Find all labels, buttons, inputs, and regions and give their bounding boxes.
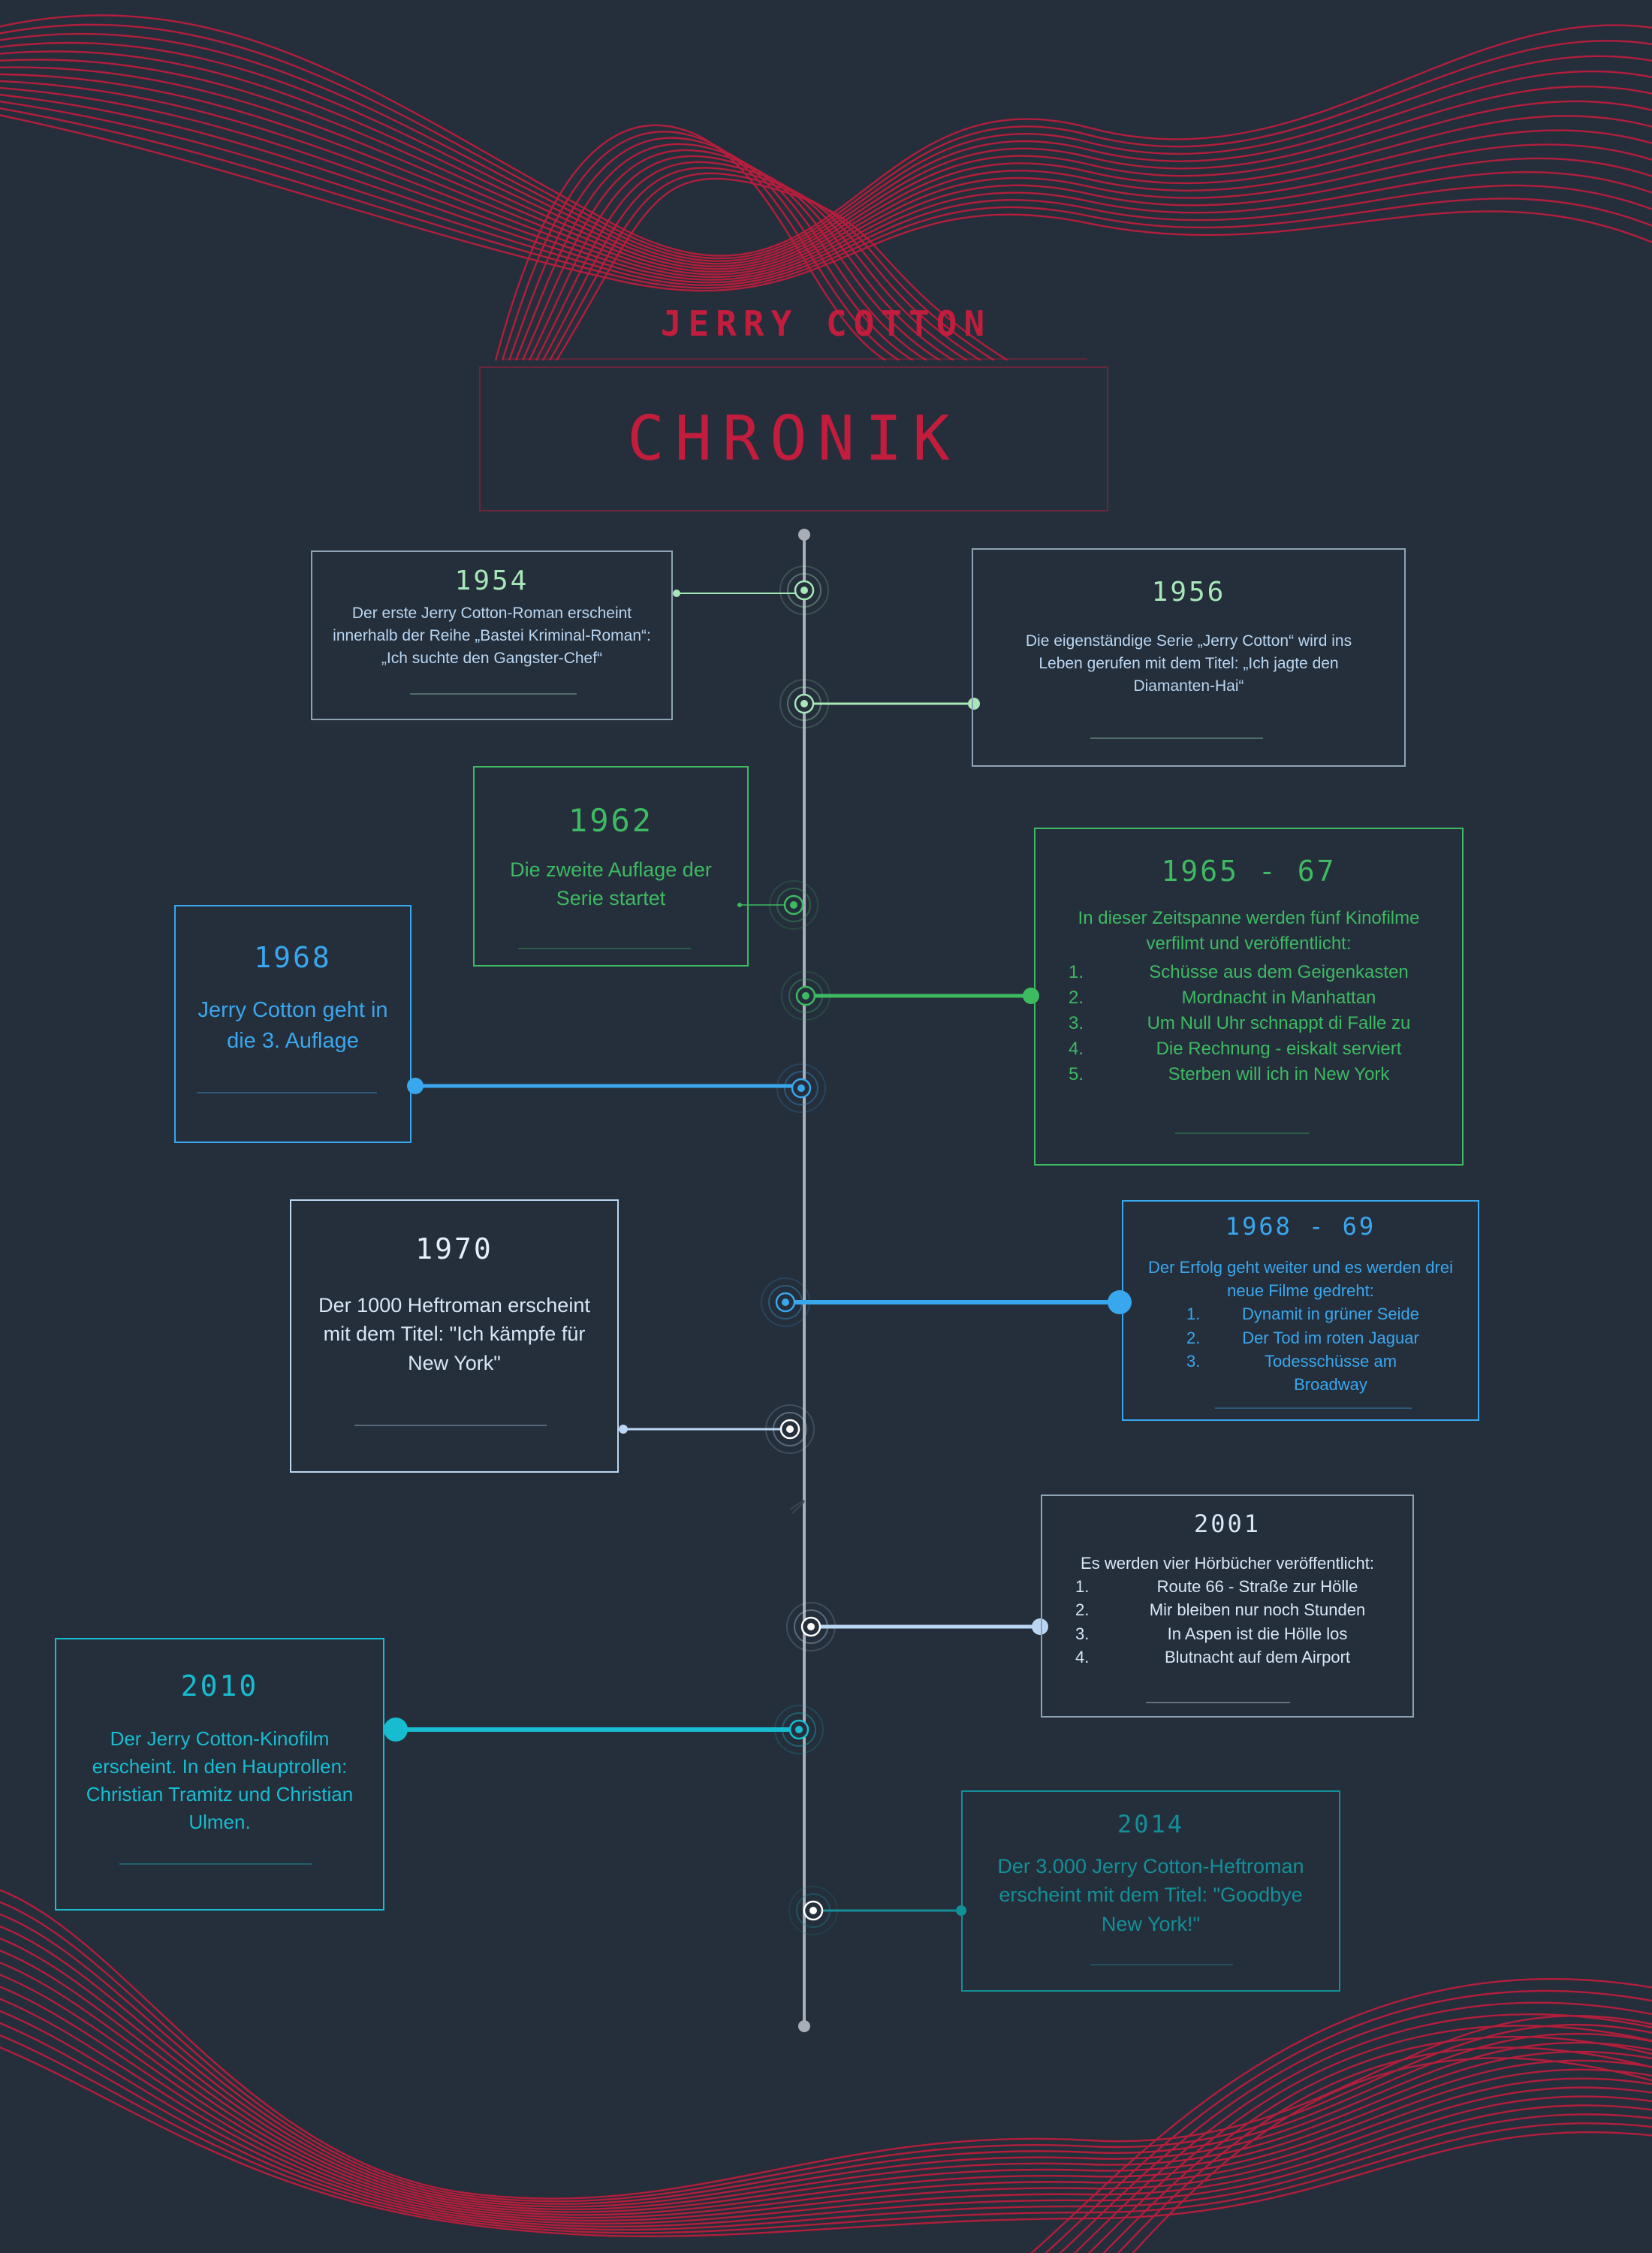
event-year: 2001 xyxy=(1193,1510,1262,1538)
event-text: Der 3.000 Jerry Cotton-Heftroman erschei… xyxy=(997,1855,1304,1935)
event-card-2010: 2010 Der Jerry Cotton-Kinofilm erscheint… xyxy=(55,1638,384,1911)
card-divider xyxy=(119,1863,312,1865)
event-card-2014: 2014 Der 3.000 Jerry Cotton-Heftroman er… xyxy=(961,1790,1340,1992)
list-item: 2.Mordnacht in Manhattan xyxy=(1069,988,1376,1009)
event-text: In dieser Zeitspanne werden fünf Kinofil… xyxy=(1078,908,1420,955)
node-2001 xyxy=(786,1602,836,1651)
node-1956 xyxy=(779,679,829,728)
list-item: 2.Mir bleiben nur noch Stunden xyxy=(1075,1600,1366,1620)
list-item: 1.Schüsse aus dem Geigenkasten xyxy=(1069,962,1409,983)
node-1965 xyxy=(781,971,831,1021)
title-frame: CHRONIK xyxy=(479,366,1108,511)
event-year: 1968 - 69 xyxy=(1225,1212,1376,1241)
card-divider xyxy=(410,693,577,695)
connector-dot-1968-69 xyxy=(1108,1290,1132,1314)
film-list: 1.Dynamit in grüner Seide 2.Der Tod im r… xyxy=(1141,1302,1460,1396)
card-divider xyxy=(1215,1407,1412,1409)
event-card-1962: 1962 Die zweite Auflage der Serie starte… xyxy=(473,766,749,967)
node-1970 xyxy=(765,1404,815,1454)
event-year: 1968 xyxy=(254,941,332,974)
connector-dot-1962 xyxy=(737,903,742,907)
event-year: 1954 xyxy=(454,566,529,596)
node-1968 xyxy=(776,1063,826,1113)
event-card-1954: 1954 Der erste Jerry Cotton-Roman ersche… xyxy=(311,550,673,720)
list-item: 1.Route 66 - Straße zur Hölle xyxy=(1075,1577,1358,1597)
event-text: Jerry Cotton geht in die 3. Auflage xyxy=(197,998,388,1054)
event-year: 1970 xyxy=(415,1232,493,1265)
event-year: 2010 xyxy=(180,1669,259,1703)
list-item: 3.Um Null Uhr schnappt di Falle zu xyxy=(1069,1013,1411,1034)
list-item: 4.Die Rechnung - eiskalt serviert xyxy=(1069,1039,1402,1060)
page-title: CHRONIK xyxy=(627,403,960,475)
list-item: 5.Sterben will ich in New York xyxy=(1069,1064,1390,1085)
timeline-end-dot xyxy=(798,2020,810,2032)
event-text: Es werden vier Hörbücher veröffentlicht: xyxy=(1081,1554,1374,1573)
title-divider xyxy=(503,358,1087,360)
event-card-1965-67: 1965 - 67 In dieser Zeitspanne werden fü… xyxy=(1034,828,1464,1166)
super-title: JERRY COTTON xyxy=(660,303,992,344)
list-item: 1.Dynamit in grüner Seide xyxy=(1186,1304,1419,1324)
card-divider xyxy=(518,948,691,949)
card-divider xyxy=(1090,1964,1233,1965)
card-divider xyxy=(197,1092,377,1093)
event-text: Der erste Jerry Cotton-Roman erscheint i… xyxy=(333,605,651,667)
card-divider xyxy=(1175,1133,1309,1134)
event-card-1968-69: 1968 - 69 Der Erfolg geht weiter und es … xyxy=(1122,1200,1479,1421)
audiobook-list: 1.Route 66 - Straße zur Hölle 2.Mir blei… xyxy=(1060,1575,1394,1669)
event-text: Der Jerry Cotton-Kinofilm erscheint. In … xyxy=(86,1727,354,1833)
timeline-start-dot xyxy=(798,529,810,541)
event-year: 1965 - 67 xyxy=(1161,855,1337,888)
event-card-1970: 1970 Der 1000 Heftroman erscheint mit de… xyxy=(290,1199,619,1473)
event-year: 1962 xyxy=(568,802,654,839)
film-list: 1.Schüsse aus dem Geigenkasten 2.Mordnac… xyxy=(1054,960,1444,1087)
event-year: 1956 xyxy=(1151,577,1226,608)
connector-dot-1956 xyxy=(968,698,980,710)
node-1962 xyxy=(769,880,818,930)
event-text: Die zweite Auflage der Serie startet xyxy=(510,858,712,910)
card-divider xyxy=(1146,1702,1290,1703)
card-divider xyxy=(1090,737,1263,739)
connector-dot-2010 xyxy=(384,1718,408,1742)
list-item: 3.In Aspen ist die Hölle los xyxy=(1075,1624,1348,1643)
event-card-1956: 1956 Die eigenständige Serie „Jerry Cott… xyxy=(972,548,1406,767)
node-1954 xyxy=(779,566,829,615)
event-year: 2014 xyxy=(1117,1810,1185,1838)
node-2010 xyxy=(774,1705,824,1754)
node-2014 xyxy=(788,1886,838,1935)
event-text: Die eigenständige Serie „Jerry Cotton“ w… xyxy=(1025,632,1352,695)
event-text: Der 1000 Heftroman erscheint mit dem Tit… xyxy=(318,1294,590,1374)
list-item: 3.Todesschüsse am Broadway xyxy=(1186,1351,1397,1395)
card-divider xyxy=(354,1425,547,1426)
event-card-1968: 1968 Jerry Cotton geht in die 3. Auflage xyxy=(174,905,411,1143)
event-card-2001: 2001 Es werden vier Hörbücher veröffentl… xyxy=(1041,1494,1414,1718)
connector-dot-1970 xyxy=(619,1425,628,1434)
connector-dot-1954 xyxy=(673,590,680,597)
event-text: Der Erfolg geht weiter und es werden dre… xyxy=(1148,1258,1453,1301)
list-item: 2.Der Tod im roten Jaguar xyxy=(1186,1328,1419,1347)
connector-dot-2001 xyxy=(1032,1618,1048,1635)
timeline-arc-mark xyxy=(789,1500,805,1514)
list-item: 4.Blutnacht auf dem Airport xyxy=(1075,1647,1351,1666)
node-1968-69 xyxy=(761,1277,810,1327)
